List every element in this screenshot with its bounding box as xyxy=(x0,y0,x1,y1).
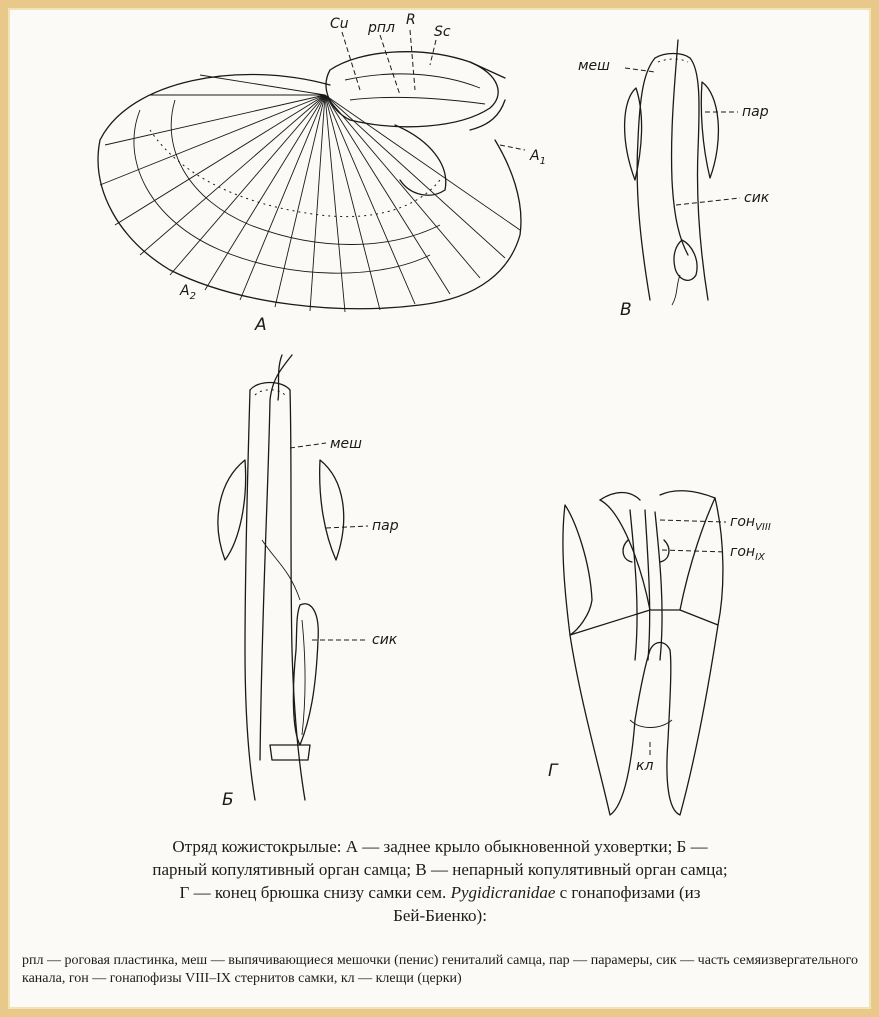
label-r: R xyxy=(406,12,416,28)
panel-label-g: Г xyxy=(548,761,559,781)
g-label-kl: кл xyxy=(636,758,653,774)
b-label-mesh: меш xyxy=(330,436,362,452)
figure-caption: Отряд кожистокрылые: А — заднее крыло об… xyxy=(22,835,858,927)
panel-label-v: В xyxy=(620,300,632,320)
label-a2: A2 xyxy=(179,283,196,302)
b-label-par: пар xyxy=(372,518,399,534)
caption-line-2: парный копулятивный орган самца; В — неп… xyxy=(22,858,858,881)
v-label-par: пар xyxy=(742,104,769,120)
figure-drawing: Cu рпл R Sc A1 A2 А меш пар сик В xyxy=(0,0,879,830)
g-label-gon-viii: гонVIII xyxy=(730,514,771,533)
label-cu: Cu xyxy=(330,16,349,32)
caption-line-4: Бей-Биенко): xyxy=(22,904,858,927)
v-label-sik: сик xyxy=(744,190,770,206)
hind-wing-drawing: Cu рпл R Sc A1 A2 А xyxy=(98,12,546,335)
label-rpl: рпл xyxy=(367,20,395,36)
caption-family-name: Pygidicranidae xyxy=(451,883,556,902)
caption-line-1: Отряд кожистокрылые: А — заднее крыло об… xyxy=(22,835,858,858)
panel-label-b: Б xyxy=(222,790,234,810)
g-label-gon-ix: гонIX xyxy=(730,544,766,563)
caption-line-3: Г — конец брюшка снизу самки сем. Pygidi… xyxy=(22,881,858,904)
label-sc: Sc xyxy=(434,24,451,40)
b-label-sik: сик xyxy=(372,632,398,648)
panel-label-a: А xyxy=(254,315,267,335)
female-abdomen-drawing: гонVIII гонIX кл Г xyxy=(548,491,771,815)
unpaired-organ-drawing: меш пар сик В xyxy=(578,40,770,320)
v-label-mesh: меш xyxy=(578,58,610,74)
paired-organ-drawing: меш пар сик Б xyxy=(218,355,399,810)
label-a1: A1 xyxy=(529,148,546,167)
abbreviation-legend: рпл — роговая пластинка, меш — выпячиваю… xyxy=(22,952,858,988)
